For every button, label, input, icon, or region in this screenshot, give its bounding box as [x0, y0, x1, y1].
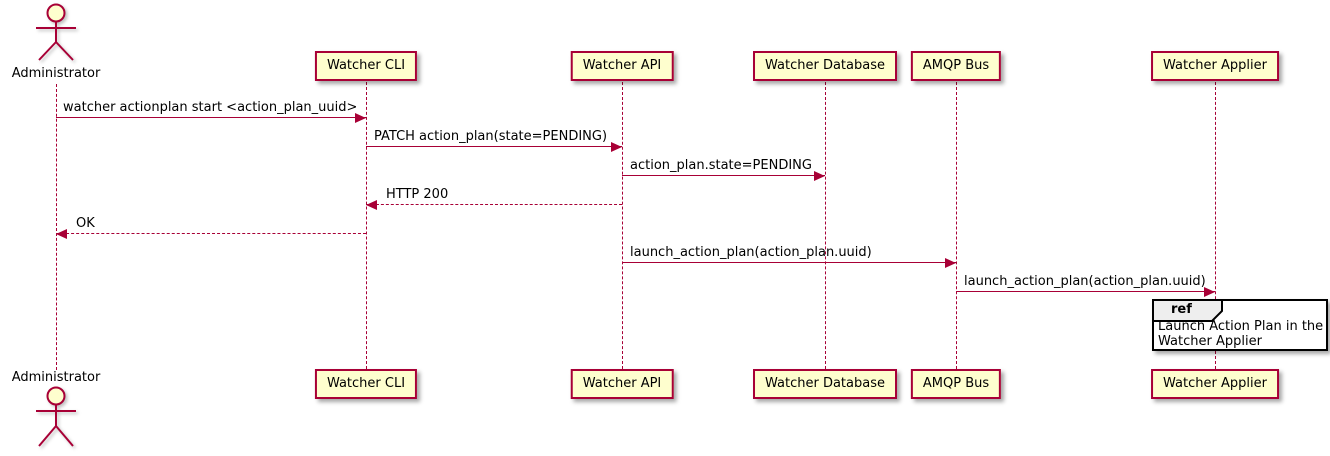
lifeline-watcher-database: [825, 82, 826, 369]
ref-keyword: ref: [1171, 302, 1192, 317]
message-4-line: [366, 204, 622, 205]
message-6-arrowhead-icon: [945, 258, 956, 268]
ref-text-line-2: Watcher Applier: [1158, 334, 1262, 349]
participant-box-watcher-database-bottom: Watcher Database: [753, 369, 897, 399]
message-7-line: [956, 291, 1215, 292]
participant-box-amqp-bus-top: AMQP Bus: [910, 51, 1002, 81]
message-2-label: PATCH action_plan(state=PENDING): [374, 129, 608, 144]
ref-pentagon-icon: [1152, 299, 1223, 322]
message-1-line: [56, 117, 366, 118]
ref-text-line-1: Launch Action Plan in the: [1158, 319, 1324, 334]
participant-box-watcher-api-top: Watcher API: [570, 51, 674, 81]
actor-figure-bottom-icon: [36, 386, 76, 447]
actor-label-top: Administrator: [11, 66, 101, 81]
message-6-label: launch_action_plan(action_plan.uuid): [630, 245, 872, 260]
message-1-arrowhead-icon: [355, 113, 366, 123]
participant-box-amqp-bus-bottom: AMQP Bus: [910, 369, 1002, 399]
message-1-label: watcher actionplan start <action_plan_uu…: [63, 100, 358, 115]
message-5-line: [56, 233, 366, 234]
participant-box-watcher-applier-top: Watcher Applier: [1151, 51, 1279, 81]
ref-text: Launch Action Plan in the Watcher Applie…: [1158, 319, 1323, 349]
message-3-label: action_plan.state=PENDING: [630, 158, 812, 173]
message-3-line: [622, 175, 825, 176]
message-3-arrowhead-icon: [814, 171, 825, 181]
participant-box-watcher-database-top: Watcher Database: [753, 51, 897, 81]
message-7-arrowhead-icon: [1204, 287, 1215, 297]
lifeline-amqp-bus: [956, 82, 957, 369]
participant-box-watcher-api-bottom: Watcher API: [570, 369, 674, 399]
participant-box-watcher-cli-bottom: Watcher CLI: [314, 369, 418, 399]
message-5-arrowhead-icon: [56, 229, 67, 239]
message-4-arrowhead-icon: [366, 200, 377, 210]
lifeline-watcher-api: [622, 82, 623, 369]
ref-fragment: ref Launch Action Plan in the Watcher Ap…: [1152, 299, 1328, 351]
lifeline-watcher-applier: [1215, 82, 1216, 369]
message-2-arrowhead-icon: [611, 142, 622, 152]
lifeline-watcher-cli: [366, 82, 367, 369]
participant-box-watcher-cli-top: Watcher CLI: [314, 51, 418, 81]
lifeline-administrator: [56, 84, 57, 370]
participant-box-watcher-applier-bottom: Watcher Applier: [1151, 369, 1279, 399]
message-5-label: OK: [76, 216, 95, 231]
actor-label-bottom: Administrator: [11, 370, 101, 385]
message-2-line: [366, 146, 622, 147]
message-6-line: [622, 262, 956, 263]
message-4-label: HTTP 200: [386, 187, 449, 202]
actor-figure-top-icon: [36, 3, 76, 61]
message-7-label: launch_action_plan(action_plan.uuid): [964, 274, 1206, 289]
